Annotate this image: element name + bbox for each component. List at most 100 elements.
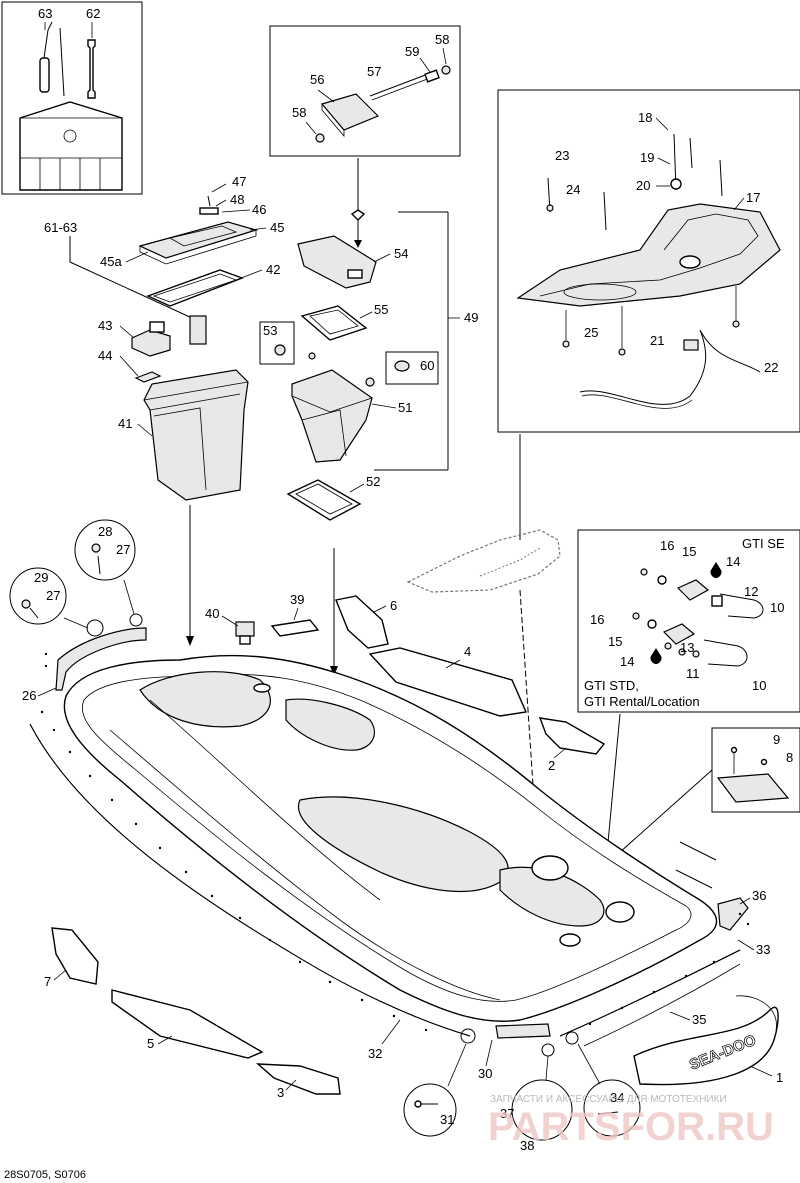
callout-61-63: 61-63 bbox=[44, 220, 77, 235]
wrench-icon bbox=[87, 39, 96, 99]
callout-57: 57 bbox=[367, 64, 381, 79]
decal-1-seadoo: SEA-DOO bbox=[633, 995, 779, 1086]
callout-15-low: 15 bbox=[608, 634, 622, 649]
detail-60-box bbox=[385, 351, 439, 385]
callout-1: 1 bbox=[776, 1070, 783, 1085]
callout-6: 6 bbox=[390, 598, 397, 613]
callout-20: 20 bbox=[636, 178, 650, 193]
callout-21: 21 bbox=[650, 333, 664, 348]
strap-44 bbox=[134, 371, 162, 383]
decal-5 bbox=[111, 989, 264, 1059]
callout-11: 11 bbox=[686, 666, 700, 681]
bumper-36 bbox=[717, 897, 749, 931]
callout-10-low: 10 bbox=[752, 678, 766, 693]
callout-14-low: 14 bbox=[620, 654, 634, 669]
callout-58-top: 58 bbox=[435, 32, 449, 47]
handle-detail-box: 18 23 19 24 20 17 25 21 22 bbox=[497, 89, 800, 433]
storage-bin-51 bbox=[291, 369, 373, 463]
rub-rail-right bbox=[559, 949, 741, 1047]
callout-52: 52 bbox=[366, 474, 380, 489]
callout-28: 28 bbox=[98, 524, 112, 539]
callout-39: 39 bbox=[290, 592, 304, 607]
callout-47: 47 bbox=[232, 174, 246, 189]
callout-16-top: 16 bbox=[660, 538, 674, 553]
callout-51: 51 bbox=[398, 400, 412, 415]
callout-29: 29 bbox=[34, 570, 48, 585]
callout-30: 30 bbox=[478, 1066, 492, 1081]
callout-43: 43 bbox=[98, 318, 112, 333]
callout-17: 17 bbox=[746, 190, 760, 205]
callout-62: 62 bbox=[86, 6, 100, 21]
callout-9: 9 bbox=[773, 732, 780, 747]
callout-19: 19 bbox=[640, 150, 654, 165]
gasket-52 bbox=[286, 479, 362, 521]
callout-5: 5 bbox=[147, 1036, 154, 1051]
detail-53-box bbox=[259, 321, 295, 365]
callout-4: 4 bbox=[464, 644, 471, 659]
callout-60: 60 bbox=[420, 358, 434, 373]
callout-46: 46 bbox=[252, 202, 266, 217]
callout-59: 59 bbox=[405, 44, 419, 59]
label-gti-rental: GTI Rental/Location bbox=[584, 694, 700, 709]
lid-detail-box: 58 59 57 56 58 bbox=[269, 25, 461, 157]
grab-handle-17 bbox=[516, 203, 781, 307]
callout-33: 33 bbox=[756, 942, 770, 957]
callout-40: 40 bbox=[205, 606, 219, 621]
decal-2 bbox=[538, 717, 606, 755]
detail-circle-27-29 bbox=[9, 567, 67, 625]
toolkit-box: 63 62 bbox=[1, 1, 143, 195]
watermark-small: ЗАПЧАСТИ И АКСЕССУАРЫ ДЛЯ МОТОТЕХНИКИ bbox=[490, 1094, 727, 1105]
lid-insert bbox=[320, 93, 380, 138]
callout-14-top: 14 bbox=[726, 554, 740, 569]
label-gti-std: GTI STD, bbox=[584, 678, 639, 693]
oil-drop-icon bbox=[710, 562, 722, 578]
tool-pouch bbox=[19, 101, 123, 191]
decal-6 bbox=[335, 595, 389, 649]
hull-deck bbox=[63, 654, 718, 1022]
detail-8-9-box: 9 8 bbox=[711, 727, 800, 813]
callout-26: 26 bbox=[22, 688, 36, 703]
callout-25: 25 bbox=[584, 325, 598, 340]
callout-10-top: 10 bbox=[770, 600, 784, 615]
callout-24: 24 bbox=[566, 182, 580, 197]
grab-handle-sketch bbox=[406, 529, 561, 593]
glove-box-lid bbox=[138, 195, 259, 265]
decal-4 bbox=[368, 647, 528, 717]
label-gti-se: GTI SE bbox=[742, 536, 785, 551]
lid-gasket bbox=[146, 269, 244, 307]
callout-36: 36 bbox=[752, 888, 766, 903]
callout-42: 42 bbox=[266, 262, 280, 277]
callout-31: 31 bbox=[440, 1112, 454, 1127]
detail-circle-31 bbox=[403, 1083, 457, 1137]
callout-3: 3 bbox=[277, 1085, 284, 1100]
callout-15-top: 15 bbox=[682, 544, 696, 559]
callout-44: 44 bbox=[98, 348, 112, 363]
storage-cover-54 bbox=[297, 235, 377, 289]
callout-23: 23 bbox=[555, 148, 569, 163]
callout-8: 8 bbox=[786, 750, 793, 765]
callout-58-left: 58 bbox=[292, 105, 306, 120]
callout-13: 13 bbox=[680, 640, 694, 655]
callout-45a: 45a bbox=[100, 254, 122, 269]
callout-32: 32 bbox=[368, 1046, 382, 1061]
callout-53: 53 bbox=[263, 323, 277, 338]
detail-circle-34 bbox=[583, 1079, 641, 1137]
plate-39 bbox=[270, 619, 320, 637]
fuel-cap-40 bbox=[235, 621, 255, 645]
rivet-rows bbox=[40, 652, 750, 1032]
screwdriver-icon bbox=[39, 21, 53, 93]
gasket-55 bbox=[300, 305, 368, 341]
callout-22: 22 bbox=[764, 360, 778, 375]
detail-circle-37-38 bbox=[511, 1079, 573, 1141]
callout-55: 55 bbox=[374, 302, 388, 317]
callout-63: 63 bbox=[38, 6, 52, 21]
callout-2: 2 bbox=[548, 758, 555, 773]
lock-latch bbox=[189, 315, 207, 345]
callout-16-low: 16 bbox=[590, 612, 604, 627]
detail-circle-27-28 bbox=[74, 519, 136, 581]
callout-34: 34 bbox=[610, 1090, 624, 1105]
callout-37: 37 bbox=[500, 1106, 514, 1121]
callout-56: 56 bbox=[310, 72, 324, 87]
hinge-43 bbox=[131, 321, 171, 357]
